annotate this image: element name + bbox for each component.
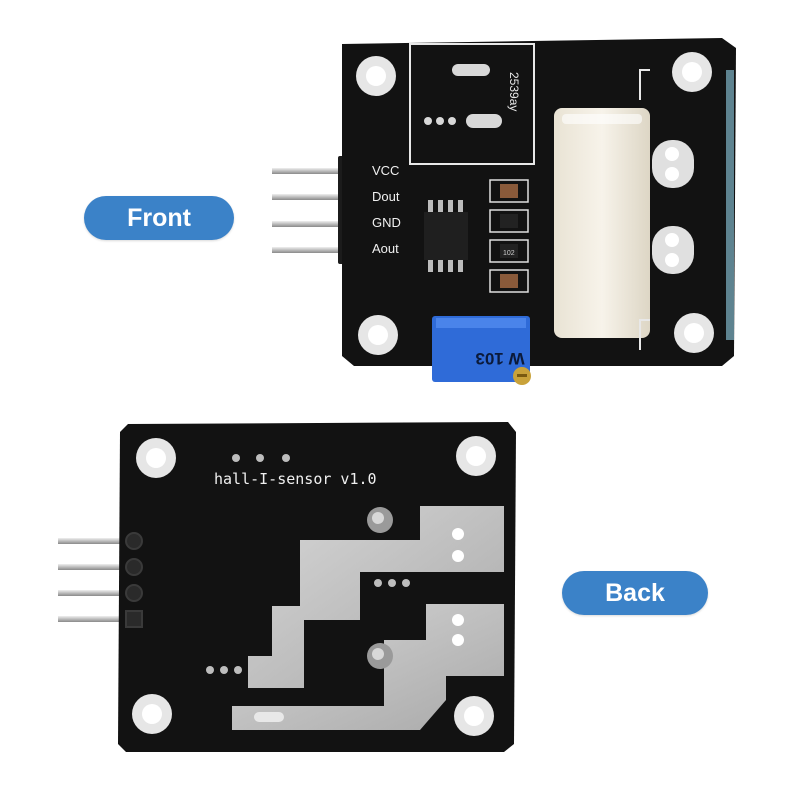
back-header-pins (58, 538, 138, 622)
solder-joints (367, 507, 393, 669)
pin-label-dout: Dout (372, 189, 400, 204)
front-pcb (342, 38, 736, 366)
front-label: Front (84, 196, 234, 240)
chip-outline (409, 43, 535, 165)
back-board: hall-I-sensor v1.0 (58, 422, 516, 752)
potentiometer: W 103 (432, 316, 531, 385)
current-traces (232, 506, 504, 730)
hall-sensor (554, 108, 650, 338)
front-board: 2539ay VCC Dout GND Aout 102 (272, 38, 736, 385)
pin-label-vcc: VCC (372, 163, 399, 178)
chip-marking: 2539ay (507, 72, 521, 111)
potentiometer-marking: W 103 (475, 349, 524, 368)
front-smd-components: 102 (489, 179, 529, 293)
pin-label-aout: Aout (372, 241, 399, 256)
current-terminal-pads (639, 69, 694, 350)
back-silkscreen: hall-I-sensor v1.0 (214, 470, 377, 488)
back-label: Back (562, 571, 708, 615)
pin-label-gnd: GND (372, 215, 401, 230)
front-mounting-holes (356, 52, 714, 355)
front-ic (424, 200, 468, 272)
front-pin-labels: VCC Dout GND Aout (372, 163, 401, 256)
back-mounting-holes (132, 436, 496, 736)
resistor-marking: 102 (503, 250, 515, 257)
